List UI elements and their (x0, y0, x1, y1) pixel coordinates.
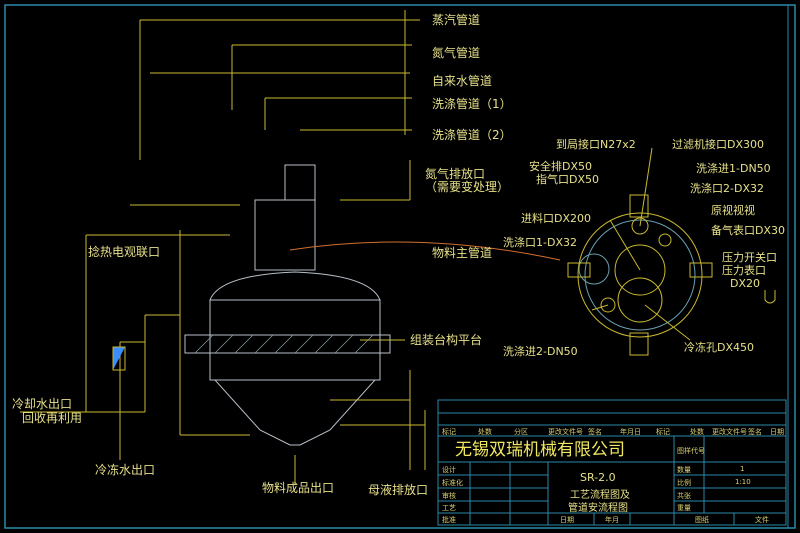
tb-h6: 标记 (656, 428, 670, 436)
tb-b6: 文件 (755, 516, 769, 524)
label-platform: 组装台构平台 (410, 333, 483, 347)
tb-r3: 共张 (677, 492, 691, 500)
label-vent-note: （需要变处理） (425, 180, 510, 194)
tv-label-9: 洗涤口1-DX32 (503, 236, 577, 249)
tv-label-7: 备气表口DX30 (711, 224, 786, 237)
tv-label-0: 到局接口N27x2 (556, 138, 636, 151)
drawing-model: SR-2.0 (580, 471, 616, 484)
tb-h0: 标记 (442, 428, 456, 436)
label-wash2: 洗涤管道（2） (432, 128, 512, 142)
label-product-out: 物料成品出口 (262, 481, 335, 495)
label-recycle: 回收再利用 (22, 411, 83, 425)
tv-label-13: 洗涤进2-DN50 (503, 345, 578, 358)
tb-r0: 图样代号 (677, 447, 705, 455)
tb-h1: 处数 (478, 428, 492, 436)
tv-label-12: DX20 (730, 277, 761, 290)
label-heat-interface: 捻热电观联口 (88, 245, 161, 259)
drawing-title-2: 管道安流程图 (568, 503, 628, 514)
tb-rv1: 1 (740, 465, 745, 473)
tb-r1: 数量 (677, 466, 691, 474)
material-line (289, 241, 561, 261)
tb-h8: 更改文件号 (712, 428, 747, 436)
tb-l2: 审核 (442, 492, 456, 500)
label-freeze-out: 冷冻水出口 (95, 463, 156, 477)
tv-label-3: 指气口DX50 (536, 173, 600, 186)
label-cooling-out: 冷却水出口 (12, 397, 73, 411)
tv-label-2: 安全排DX50 (529, 160, 593, 173)
label-nitrogen: 氮气管道 (432, 46, 481, 60)
tv-label-14: 冷冻孔DX450 (684, 341, 755, 354)
company-name: 无锡双瑞机械有限公司 (455, 440, 625, 460)
tb-l1: 标准化 (442, 479, 463, 487)
tb-rv2: 1:10 (735, 478, 751, 486)
reactor-vessel (209, 164, 381, 446)
tv-label-11: 压力表口 (722, 264, 766, 277)
tv-label-4: 洗涤进1-DN50 (696, 162, 771, 175)
valve-indicator (113, 347, 125, 370)
tb-r4: 重量 (677, 504, 691, 512)
label-mother-liquor: 母液排放口 (368, 483, 429, 497)
tb-h9: 签名 (748, 428, 762, 436)
tb-r2: 比例 (677, 479, 691, 487)
tb-l3: 工艺 (442, 504, 456, 512)
tb-h4: 签名 (588, 428, 602, 436)
tv-label-10: 压力开关口 (722, 251, 777, 264)
title-block-grid (437, 399, 787, 526)
tb-l0: 设计 (442, 466, 456, 474)
tb-h3: 更改文件号 (548, 428, 583, 436)
tv-label-8: 进料口DX200 (521, 212, 592, 225)
label-nitrogen-vent: 氮气排放口 (425, 167, 486, 181)
tb-h5: 年月日 (620, 428, 641, 436)
tb-h7: 处数 (690, 428, 704, 436)
pipe-network (20, 10, 426, 485)
tb-b0: 日期 (560, 516, 574, 524)
tb-h10: 日期 (770, 428, 784, 436)
label-tap-water: 自来水管道 (432, 74, 493, 88)
drawing-title-1: 工艺流程图及 (570, 490, 630, 501)
drawing-frame (4, 4, 796, 529)
label-steam: 蒸汽管道 (432, 13, 481, 27)
tb-l4: 批准 (442, 516, 456, 524)
tb-b2: 年月 (605, 516, 619, 524)
label-wash1: 洗涤管道（1） (432, 97, 512, 111)
platform-hatched (184, 334, 391, 354)
tv-label-6: 原视视视 (711, 204, 755, 217)
tb-h2: 分区 (514, 428, 528, 436)
platform-hatch (194, 334, 374, 354)
tv-label-5: 洗涤口2-DX32 (690, 182, 764, 195)
tb-b4: 图纸 (695, 516, 709, 524)
label-material-main: 物料主管道 (432, 246, 493, 260)
tv-label-1: 过滤机接口DX300 (672, 138, 765, 151)
top-view (567, 147, 776, 356)
